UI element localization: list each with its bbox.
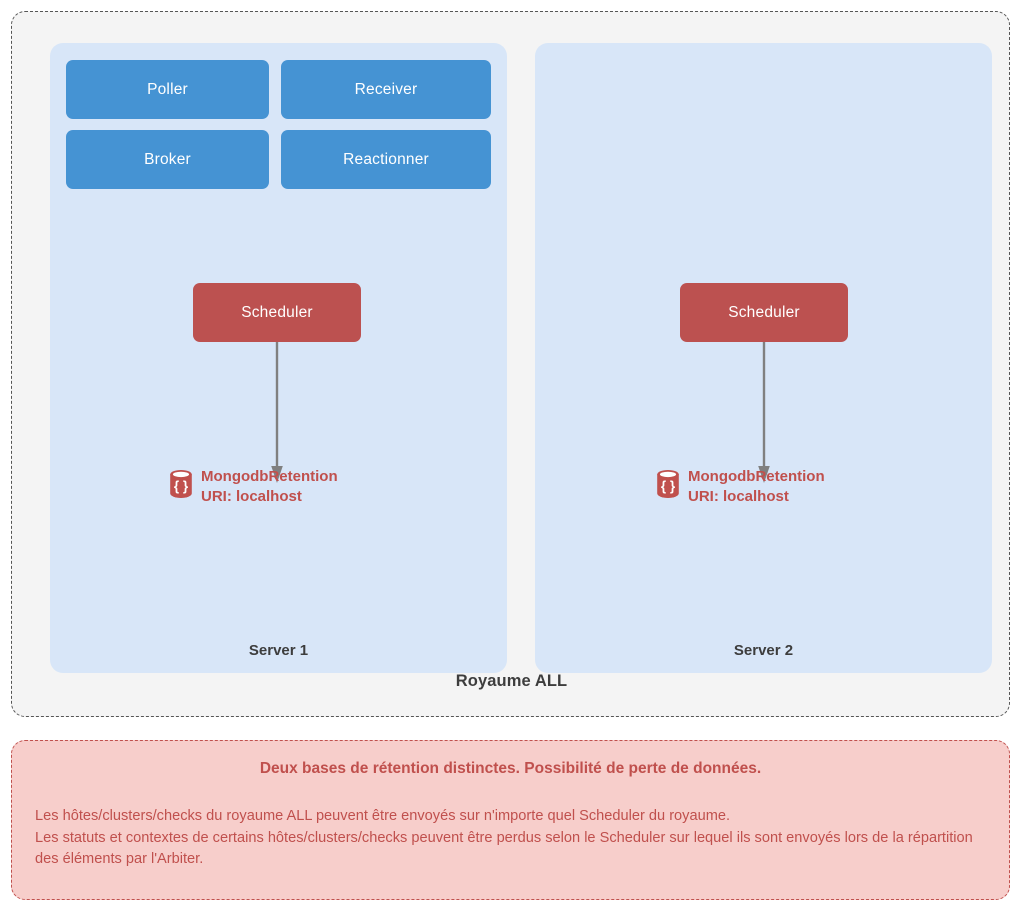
server-panel-2: Scheduler { } MongodbRetention URI: loca… [535,43,992,673]
server-label-1: Server 1 [248,642,309,659]
arrow-down-icon [271,342,283,483]
daemon-label: Poller [147,80,188,98]
retention-datastore-server-1: { } MongodbRetention URI: localhost [168,467,338,507]
daemon-box-receiver[interactable]: Receiver [281,60,491,119]
retention-name: MongodbRetention [688,468,825,485]
svg-text:{ }: { } [661,478,676,493]
warning-line-1: Les hôtes/clusters/checks du royaume ALL… [35,808,731,824]
server-panel-1: Poller Receiver Broker Reactionner Sched… [50,43,507,673]
scheduler-label: Scheduler [728,303,800,321]
daemon-label: Receiver [354,80,418,98]
warning-title: Deux bases de rétention distinctes. Poss… [259,760,762,777]
daemon-label: Reactionner [343,150,429,168]
server-label-2: Server 2 [733,642,794,659]
retention-uri: URI: localhost [688,488,789,505]
retention-text-block: MongodbRetention URI: localhost [688,467,825,507]
retention-name: MongodbRetention [201,468,338,485]
warning-body: Les hôtes/clusters/checks du royaume ALL… [35,806,986,871]
realm-label: Royaume ALL [455,672,568,690]
svg-text:{ }: { } [174,478,189,493]
daemon-box-reactionner[interactable]: Reactionner [281,130,491,189]
daemon-grid-server-1: Poller Receiver Broker Reactionner [66,60,491,189]
database-icon: { } [170,470,192,498]
database-icon: { } [657,470,679,498]
retention-datastore-server-2: { } MongodbRetention URI: localhost [655,467,825,507]
scheduler-box-server-2[interactable]: Scheduler [680,283,848,342]
daemon-box-broker[interactable]: Broker [66,130,269,189]
warning-line-2: Les statuts et contextes de certains hôt… [35,829,973,868]
warning-panel: Deux bases de rétention distinctes. Poss… [11,740,1010,900]
retention-text-block: MongodbRetention URI: localhost [201,467,338,507]
retention-uri: URI: localhost [201,488,302,505]
scheduler-box-server-1[interactable]: Scheduler [193,283,361,342]
daemon-label: Broker [144,150,191,168]
daemon-box-poller[interactable]: Poller [66,60,269,119]
realm-container: Poller Receiver Broker Reactionner Sched… [11,11,1010,717]
scheduler-label: Scheduler [241,303,313,321]
arrow-down-icon [758,342,770,483]
